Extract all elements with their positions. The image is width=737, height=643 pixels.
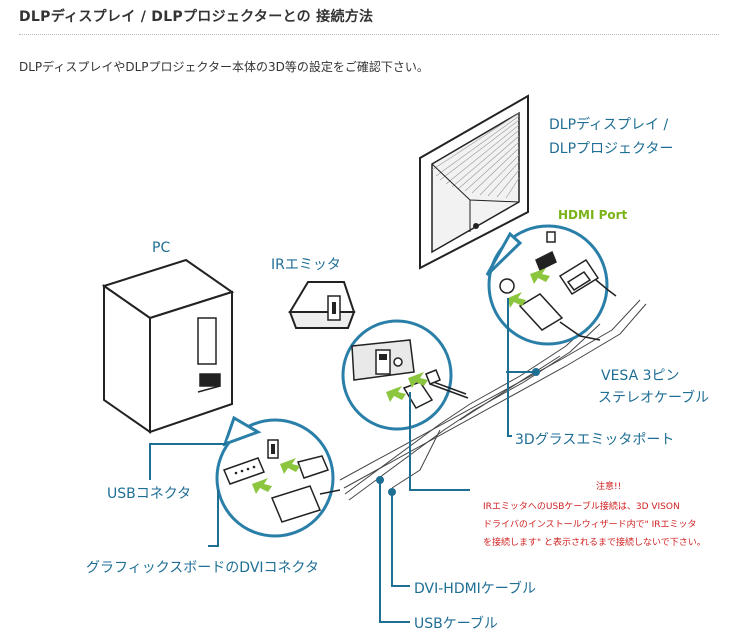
pc-ports-detail <box>222 439 341 523</box>
label-dvi-connector: グラフィックスボードのDVIコネクタ <box>86 560 319 576</box>
label-usb-connector: USBコネクタ <box>107 486 192 502</box>
note-line-1: IRエミッタへのUSBケーブル接続は、3D VISON <box>483 502 680 512</box>
label-3d-glasses-port: 3Dグラスエミッタポート <box>515 432 675 448</box>
label-leader-lines <box>149 298 540 623</box>
note-line-3: を接続します" と表示されるまで接続しないで下さい。 <box>483 538 706 548</box>
label-dvi-hdmi-cable: DVI-HDMIケーブル <box>414 581 536 597</box>
label-usb-cable: USBケーブル <box>414 616 498 632</box>
page-title: DLPディスプレイ / DLPプロジェクターとの 接続方法 <box>19 9 374 25</box>
ir-emitter-illustration <box>288 281 356 329</box>
label-vesa-line1: VESA 3ピン <box>601 368 680 384</box>
label-vesa-line2: ステレオケーブル <box>598 390 710 406</box>
note-title: 注意!! <box>596 482 622 492</box>
label-pc: PC <box>152 240 171 256</box>
zoom-circle-hdmi <box>485 224 609 346</box>
label-display-line1: DLPディスプレイ / <box>549 117 669 133</box>
cable-lines <box>339 299 647 501</box>
ir-ports-detail <box>351 339 469 409</box>
hdmi-port-detail <box>499 231 617 341</box>
label-hdmi-port: HDMI Port <box>558 208 628 222</box>
pc-tower-illustration <box>101 258 235 434</box>
intro-text: DLPディスプレイやDLPプロジェクター本体の3D等の設定をご確認下さい。 <box>19 60 429 74</box>
title-divider <box>19 34 719 35</box>
pc-green-arrows <box>252 458 300 494</box>
label-ir-emitter: IRエミッタ <box>271 257 341 273</box>
label-display-line2: DLPプロジェクター <box>549 141 674 157</box>
dlp-display-illustration <box>419 94 529 270</box>
ir-green-arrows <box>386 372 428 402</box>
note-line-2: ドライバのインストールウィザード内で" IRエミッタ <box>483 520 697 530</box>
hdmi-green-arrows <box>508 268 550 308</box>
